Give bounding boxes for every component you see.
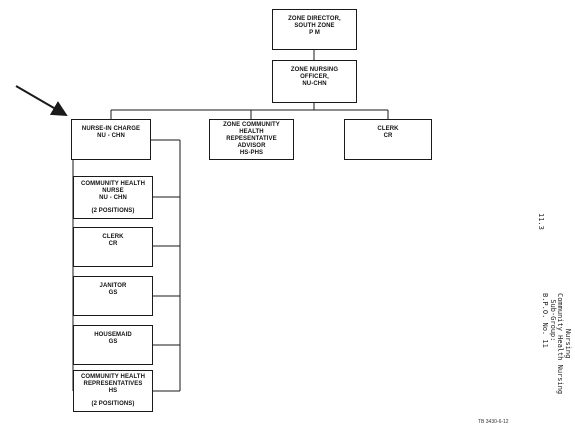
box-label-line: NURSE xyxy=(102,188,124,194)
box-label-line: ADVISOR xyxy=(237,143,266,149)
box-label-line: GS xyxy=(108,339,118,345)
section-number: 11.3 xyxy=(537,213,545,230)
box-label-line: HS-PHS xyxy=(239,150,264,156)
box-label-line: HEALTH xyxy=(239,129,264,135)
box-label-line: HOUSEMAID xyxy=(94,332,132,338)
box-label-line: REPRESENTATIVES xyxy=(83,381,143,387)
box-label-line: HS xyxy=(108,388,118,394)
box-label-line: CR xyxy=(108,241,118,247)
box-label-line: ZONE COMMUNITY xyxy=(223,122,280,128)
positions-note: (2 POSITIONS) xyxy=(91,401,135,407)
box-label-line: NU - CHN xyxy=(99,195,127,201)
box-label-line: REPESENTATIVE xyxy=(226,136,277,142)
box-label-line: OFFICER, xyxy=(300,74,329,80)
box-label-line: COMMUNITY HEALTH xyxy=(80,181,146,187)
box-label-line: ZONE NURSING xyxy=(290,67,339,73)
box-label-line: SOUTH ZONE xyxy=(294,23,335,29)
box-label-line: P M xyxy=(309,30,320,36)
box-label-line: NURSE-IN CHARGE xyxy=(81,126,141,132)
box-label-line: CLERK xyxy=(102,234,124,240)
box-label-line: NU - CHN xyxy=(97,133,125,139)
pointer-arrow xyxy=(15,85,68,117)
box-label-line: CR xyxy=(383,133,393,139)
box-label-line: GS xyxy=(108,290,118,296)
box-label-line: ZONE DIRECTOR, xyxy=(288,16,341,22)
figure-code: TB 3430-6-12 xyxy=(478,419,509,425)
box-label-line: JANITOR xyxy=(99,283,127,289)
positions-note: (2 POSITIONS) xyxy=(91,208,135,214)
side-heading-col1: Nursing Community Health Nursing xyxy=(556,293,572,395)
box-label-line: NU-CHN xyxy=(302,81,327,87)
box-label-line: COMMUNITY HEALTH xyxy=(80,374,146,380)
side-heading-col2: Sub-Group: B.P.O. No. 11 xyxy=(541,293,557,348)
box-label-line: CLERK xyxy=(377,126,399,132)
